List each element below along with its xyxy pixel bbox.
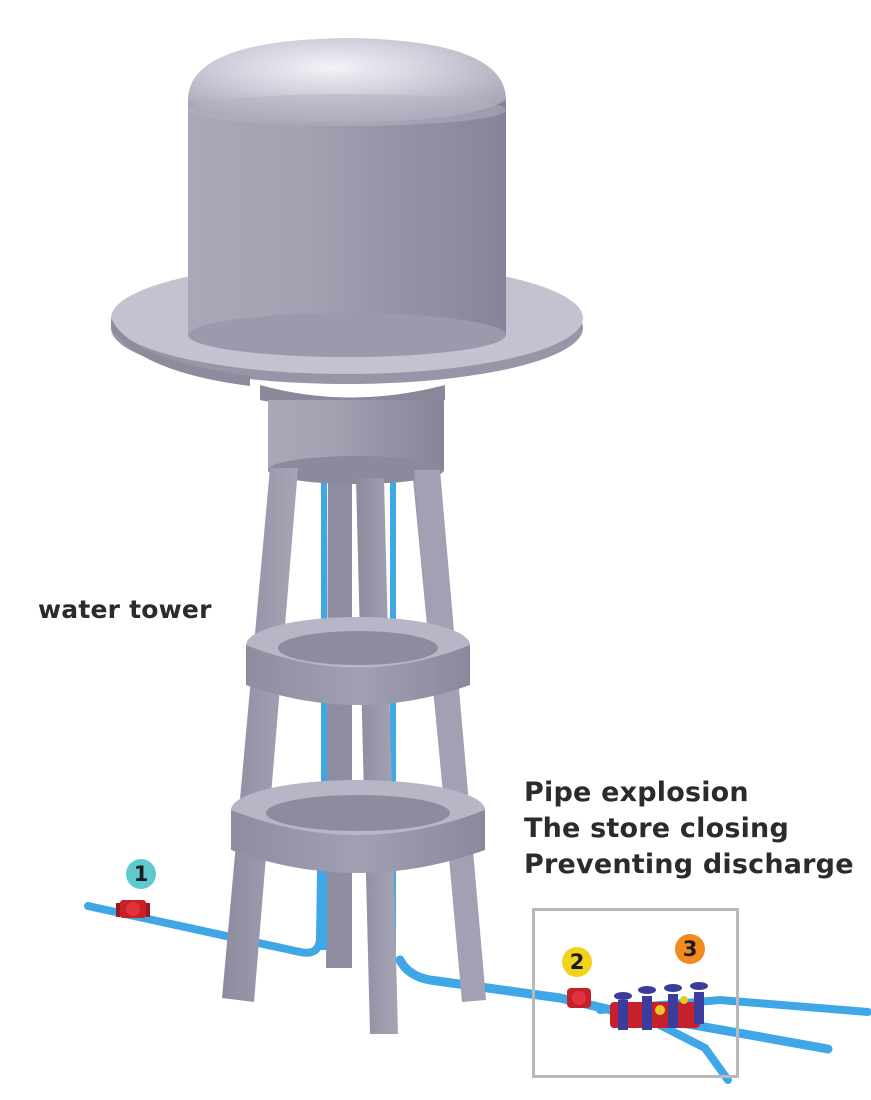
note-store-closing: The store closing [524, 813, 789, 844]
pipe-branch-lower [646, 1016, 732, 1084]
valve-group-3 [610, 982, 708, 1030]
valve-2 [567, 988, 591, 1008]
badge-3: 3 [675, 934, 705, 964]
tower-ring-upper [246, 617, 470, 705]
vertical-feed-pipes [321, 470, 396, 950]
tower-collar [260, 385, 445, 484]
tower-ring-lower [231, 780, 485, 873]
tower-front-legs [222, 468, 486, 1034]
note-preventing-discharge: Preventing discharge [524, 849, 854, 880]
note-pipe-explosion: Pipe explosion [524, 777, 749, 808]
water-tower-label: water tower [38, 595, 212, 624]
badge-2: 2 [562, 947, 592, 977]
valve-1 [116, 900, 150, 918]
badge-1: 1 [126, 859, 156, 889]
valve-highlight-box [532, 908, 739, 1078]
tank-body [188, 38, 506, 357]
pipe-left [84, 796, 326, 957]
